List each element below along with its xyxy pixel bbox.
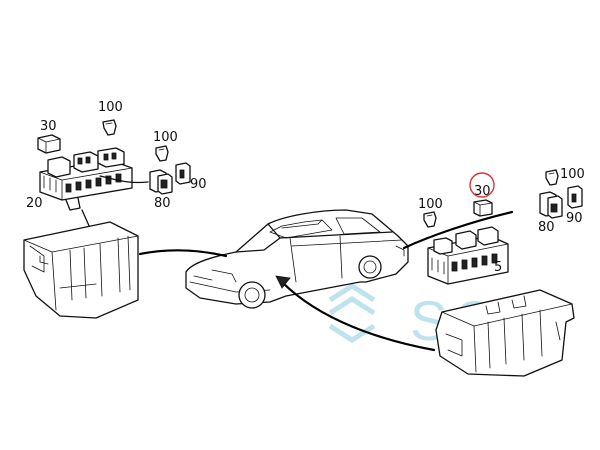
- arrow-to-car-front: [138, 249, 228, 258]
- left-fuse-relay-box: [39, 147, 133, 211]
- right-small-relay-80-label: 80: [538, 220, 555, 235]
- right-box-5-label: 5: [494, 260, 502, 275]
- right-fuse-100-top-label: 100: [560, 167, 585, 182]
- arrow-from-right-box: [402, 210, 514, 250]
- left-leader-line: [99, 175, 149, 184]
- arrow-from-right-housing: [280, 280, 436, 352]
- right-fuse-100-left-label: 100: [418, 197, 443, 212]
- left-small-relay-90-label: 90: [190, 177, 207, 192]
- left-relay-30: [37, 134, 61, 154]
- right-housing: [435, 289, 575, 377]
- right-fuse-100-top: [545, 169, 559, 186]
- left-box-20-label: 20: [26, 196, 43, 211]
- left-fuse-100-top-label: 100: [98, 100, 123, 115]
- right-relay-30: [473, 199, 493, 217]
- right-fuse-100-left: [423, 211, 437, 228]
- right-small-relay-90-label: 90: [566, 211, 583, 226]
- left-small-relays: [149, 162, 191, 195]
- left-housing: [23, 221, 139, 319]
- right-small-relays: [539, 185, 583, 219]
- watermark-logo-icon: [328, 283, 376, 343]
- arrowhead-icon: [275, 275, 291, 289]
- left-relay-30-label: 30: [40, 119, 57, 134]
- left-fuse-100-mid: [155, 145, 169, 162]
- left-fuse-100-mid-label: 100: [153, 130, 178, 145]
- left-drop-line: [81, 209, 91, 229]
- right-relay-30-label: 30: [474, 184, 491, 199]
- right-fuse-relay-box: [427, 226, 509, 285]
- left-small-relay-80-label: 80: [154, 196, 171, 211]
- left-fuse-100-top: [102, 119, 117, 136]
- highlight-ring-icon: [469, 172, 495, 198]
- sedan-car: [185, 209, 409, 309]
